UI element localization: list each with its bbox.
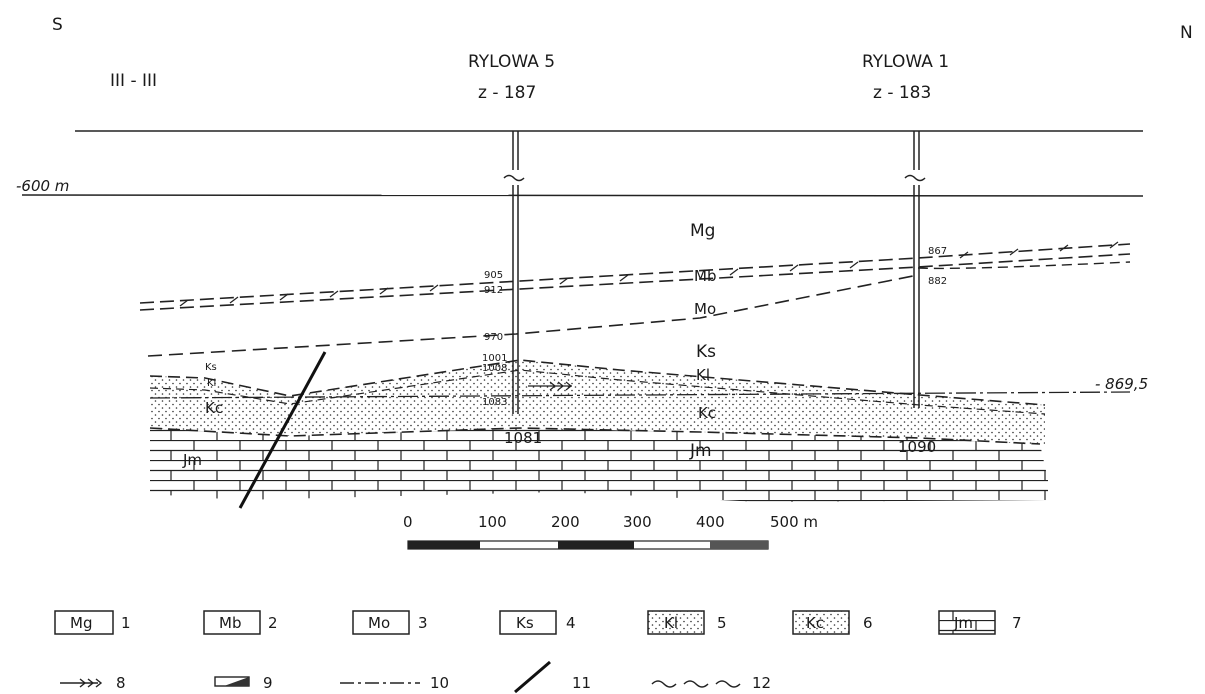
- unit-label-ks-left: Ks: [205, 362, 217, 373]
- legend-num-11: 11: [572, 674, 591, 692]
- unit-label-ks: Ks: [696, 342, 716, 362]
- legend-num-3: 3: [418, 614, 428, 632]
- w5-depth-905: 905: [484, 270, 503, 281]
- well-5-elevation: z - 187: [478, 83, 536, 103]
- legend-code-kc: Kc: [806, 614, 824, 632]
- legend-box-mo: [352, 610, 410, 635]
- scale-bar: 0 100 200 300 400 500 m: [403, 513, 818, 550]
- scale-tick-0: 0: [403, 513, 413, 531]
- legend-num-9: 9: [263, 674, 273, 692]
- scale-tick-400: 400: [696, 513, 725, 531]
- unit-label-jm-left: Jm: [182, 451, 202, 469]
- w5-depth-1001: 1001: [482, 353, 507, 364]
- unit-label-kl-left: Kl: [207, 378, 216, 389]
- unit-label-mg: Mg: [690, 221, 715, 241]
- legend-box-kl: [647, 610, 705, 635]
- legend-code-mg: Mg: [70, 614, 92, 632]
- legend-code-jm: Jm: [953, 614, 973, 632]
- fault-line: [238, 351, 327, 509]
- level-869-label: - 869,5: [1095, 375, 1148, 393]
- horizon-mo-ks: [147, 274, 919, 357]
- legend-num-7: 7: [1012, 614, 1022, 632]
- kc-base-line: [149, 427, 1041, 445]
- legend-num-6: 6: [863, 614, 873, 632]
- unit-kc-sandstone: [150, 360, 1045, 445]
- legend-box-kc: [792, 610, 850, 635]
- w1-depth-867: 867: [928, 246, 947, 257]
- legend-num-8: 8: [116, 674, 126, 692]
- scale-tick-300: 300: [623, 513, 652, 531]
- legend-code-mo: Mo: [368, 614, 390, 632]
- unit-label-kl: Kl: [696, 366, 710, 384]
- scale-tick-100: 100: [478, 513, 507, 531]
- legend: Mg 1 Mb 2 Mo 3 Ks 4 Kl 5 Kc 6 Jm 7 8 9 1…: [54, 610, 1022, 694]
- depth-reference-label: -600 m: [16, 177, 69, 195]
- legend-box-mg: [54, 610, 114, 635]
- unit-label-kc-left: Kc: [205, 399, 223, 417]
- unit-label-jm: Jm: [689, 441, 712, 461]
- scale-tick-500: 500 m: [770, 513, 818, 531]
- horizon-kl-kc: [149, 369, 1046, 415]
- scale-tick-200: 200: [551, 513, 580, 531]
- depth-reference-line: [21, 194, 1144, 197]
- legend-num-5: 5: [717, 614, 727, 632]
- well-1-break-symbol: [904, 174, 926, 182]
- w5-depth-1083: 1083: [482, 397, 507, 408]
- w1-depth-1090: 1090: [898, 438, 936, 456]
- legend-box-jm: [938, 610, 996, 635]
- legend-num-10: 10: [430, 674, 449, 692]
- flow-arrow-symbol: [528, 381, 572, 391]
- south-label: S: [52, 15, 63, 35]
- legend-arrow-symbol: [60, 678, 103, 688]
- legend-num-2: 2: [268, 614, 278, 632]
- legend-code-kl: Kl: [664, 614, 678, 632]
- north-label: N: [1180, 23, 1193, 43]
- well-1-name: RYLOWA 1: [862, 52, 949, 72]
- horizon-mb-base: [139, 253, 1131, 311]
- well-5-break-symbol: [503, 174, 525, 182]
- mb-hatch-marks: [179, 241, 1119, 307]
- legend-num-4: 4: [566, 614, 576, 632]
- horizon-mb-top: [139, 243, 1131, 304]
- level-869-line: [149, 391, 1131, 399]
- unit-label-mb: Mb: [694, 267, 716, 285]
- legend-fault-symbol: [514, 660, 551, 694]
- legend-code-ks: Ks: [516, 614, 534, 632]
- legend-code-mb: Mb: [219, 614, 241, 632]
- well-5-name: RYLOWA 5: [468, 52, 555, 72]
- w5-depth-1081: 1081: [504, 429, 542, 447]
- unit-label-kc: Kc: [698, 404, 716, 422]
- well-1-elevation: z - 183: [873, 83, 931, 103]
- legend-tilde-symbol: [651, 680, 741, 688]
- legend-box-mb: [203, 610, 261, 635]
- w5-depth-912: 912: [484, 285, 503, 296]
- legend-box-ks: [499, 610, 557, 635]
- w5-depth-970: 970: [484, 332, 503, 343]
- section-label: III - III: [110, 71, 157, 91]
- w5-depth-1008: 1008: [482, 363, 507, 374]
- unit-label-mo: Mo: [694, 300, 716, 318]
- unit-jm-limestone: [150, 428, 1048, 502]
- legend-num-12: 12: [752, 674, 771, 692]
- legend-num-1: 1: [121, 614, 131, 632]
- w1-depth-882: 882: [928, 276, 947, 287]
